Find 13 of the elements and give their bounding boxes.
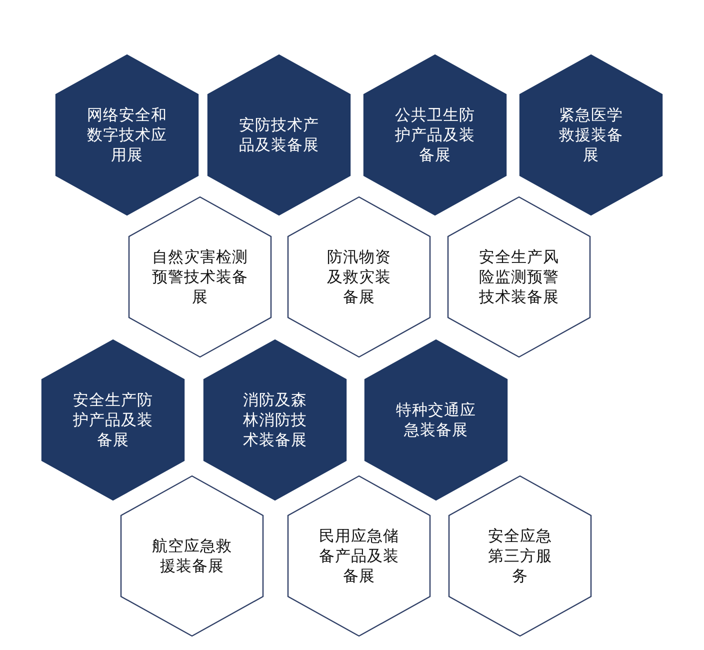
hexagon-label: 民用应急储备产品及装备展 — [318, 526, 400, 586]
hexagon-label: 紧急医学救援装备展 — [558, 105, 624, 165]
hexagon-label: 安防技术产品及装备展 — [238, 115, 320, 155]
hexagon-label: 防汛物资及救灾装备展 — [326, 247, 392, 307]
hexagon-label: 网络安全和数字技术应用展 — [86, 105, 168, 165]
hexagon-label: 安全应急第三方服务 — [487, 526, 553, 586]
hexagon-label: 特种交通应急装备展 — [395, 400, 477, 440]
hexagon-label: 安全生产风险监测预警技术装备展 — [478, 247, 560, 307]
hexagon-label: 安全生产防护产品及装备展 — [72, 390, 154, 450]
hexagon-label: 航空应急救援装备展 — [151, 536, 233, 576]
hexagon-label: 自然灾害检测预警技术装备展 — [151, 247, 249, 307]
hexagon-label: 消防及森林消防技术装备展 — [242, 390, 308, 450]
hexagon-label: 公共卫生防护产品及装备展 — [394, 105, 476, 165]
